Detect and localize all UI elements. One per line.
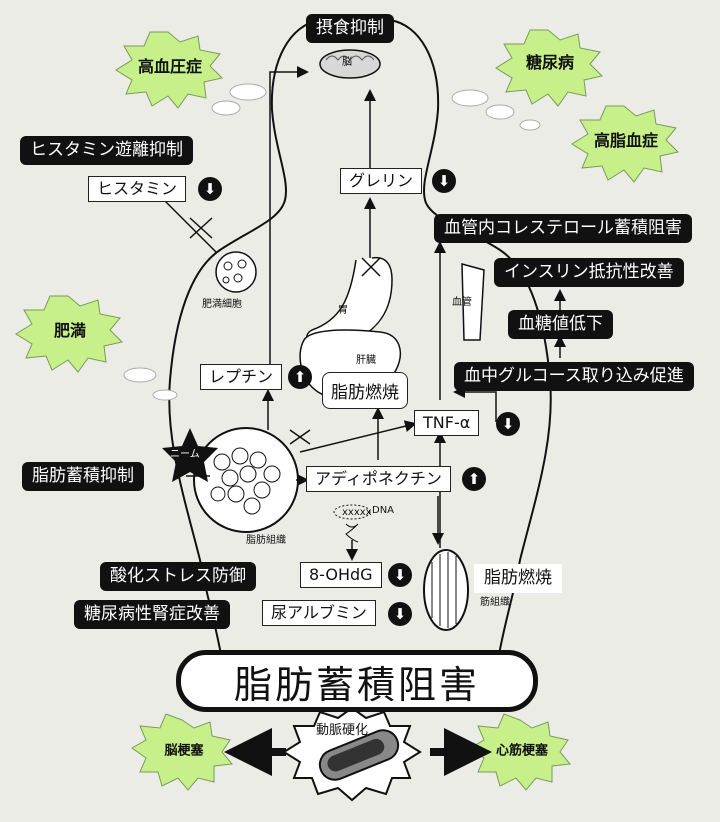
up-arrow-icon: ⬆ xyxy=(462,467,486,491)
up-arrow-icon: ⬆ xyxy=(288,365,312,389)
label-histamine-release: ヒスタミン遊離抑制 xyxy=(20,136,193,165)
line-leptin-up xyxy=(269,66,309,372)
neem-star xyxy=(162,428,218,482)
disease-stroke: 脳梗塞 xyxy=(164,743,204,759)
line-histamine-cell xyxy=(159,195,217,253)
disease-hypertension: 高血圧症 xyxy=(137,57,203,76)
down-arrow-icon: ⬇ xyxy=(432,169,456,193)
marker-ohdg: 8-OHdG xyxy=(300,562,382,588)
label-vessel: 血管 xyxy=(452,297,472,308)
dna-shape xyxy=(333,504,371,543)
down-arrow-icon: ⬇ xyxy=(496,412,520,436)
line-tnf-glucose xyxy=(453,386,497,422)
label-stomach: 胃 xyxy=(338,305,348,316)
label-brain: 脳 xyxy=(342,57,352,68)
label-liver: 肝臓 xyxy=(356,355,376,366)
disease-myocardial: 心筋梗塞 xyxy=(495,743,549,759)
marker-adiponectin: アディポネクチン xyxy=(306,466,451,492)
burst-diabetes xyxy=(495,29,603,107)
brain-shape xyxy=(319,49,381,79)
down-arrow-icon: ⬇ xyxy=(388,563,412,587)
burst-stroke xyxy=(131,713,233,791)
label-glucose: 血中グルコース取り込み促進 xyxy=(454,362,694,391)
down-arrow-icon: ⬇ xyxy=(388,602,412,626)
marker-leptin: レプチン xyxy=(200,364,283,390)
down-arrow-icon: ⬇ xyxy=(198,177,222,201)
label-fat-burn-liver: 脂肪燃焼 xyxy=(322,372,408,409)
label-muscle: 筋組織 xyxy=(480,597,510,608)
burst-hypertension xyxy=(115,31,223,109)
vessel-shape xyxy=(461,263,485,341)
vessel-tube-icon xyxy=(318,729,400,781)
label-oxidative: 酸化ストレス防御 xyxy=(100,562,256,591)
burst-obesity xyxy=(15,295,123,373)
label-adipose: 脂肪組織 xyxy=(246,535,286,546)
disease-obesity: 肥満 xyxy=(53,321,87,340)
muscle-shape xyxy=(423,549,469,631)
mast-cell-shape xyxy=(215,251,257,293)
marker-histamine: ヒスタミン xyxy=(88,176,187,202)
block-marks xyxy=(189,217,381,445)
label-fat-burn-muscle: 脂肪燃焼 xyxy=(474,564,562,593)
connector-lines xyxy=(159,66,566,561)
label-appetite: 摂食抑制 xyxy=(306,14,394,43)
marker-tnf: TNF-α xyxy=(414,410,480,436)
marker-albumin: 尿アルブミン xyxy=(262,600,376,626)
marker-ghrelin: グレリン xyxy=(340,168,423,194)
disease-diabetes: 糖尿病 xyxy=(525,53,575,72)
burst-hyperlipidemia xyxy=(571,105,679,183)
thought-bubbles xyxy=(123,83,541,401)
label-dna: DNA xyxy=(372,505,395,516)
label-mast-cell: 肥満細胞 xyxy=(202,299,242,310)
label-dna-mark: xxxxx xyxy=(342,507,372,518)
label-neem: ニーム xyxy=(170,449,200,460)
label-nephropathy: 糖尿病性腎症改善 xyxy=(74,600,230,629)
disease-hyperlipidemia: 高脂血症 xyxy=(593,131,659,150)
adipose-shape xyxy=(193,427,299,533)
label-insulin: インスリン抵抗性改善 xyxy=(494,258,684,287)
burst-shapes xyxy=(15,29,679,791)
line-adipo-tnf xyxy=(299,420,417,453)
main-title: 脂肪蓄積阻害 xyxy=(176,650,538,712)
label-arteriosclerosis: 動脈硬化 xyxy=(316,723,369,738)
label-fat-accum: 脂肪蓄積抑制 xyxy=(22,462,144,491)
label-blood-sugar: 血糖値低下 xyxy=(508,310,613,339)
label-cholesterol: 血管内コレステロール蓄積阻害 xyxy=(434,214,692,243)
